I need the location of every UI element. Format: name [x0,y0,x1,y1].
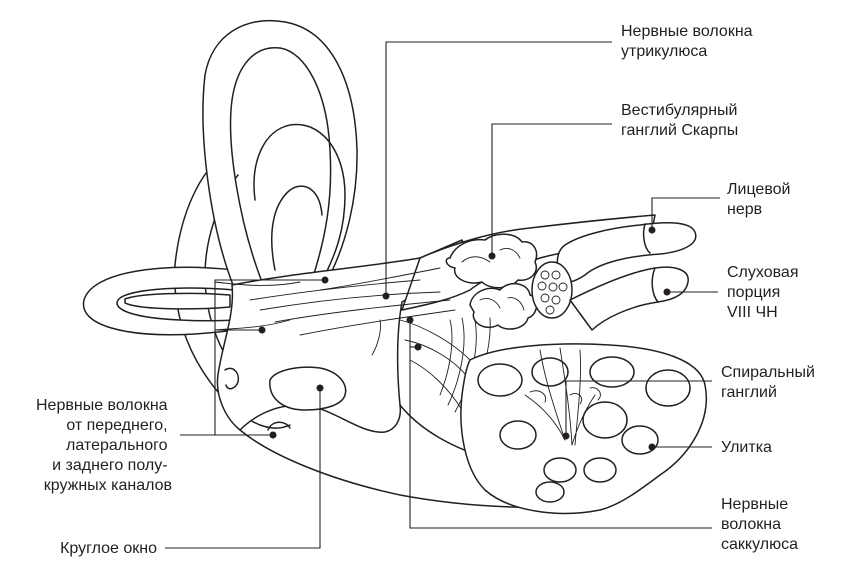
anterior-canal [203,21,357,285]
label-cochlear-nerve: Слуховая порция VIII ЧН [727,264,803,321]
canal-fibers-dot-1 [322,277,329,284]
label-scarpa-ganglion: Вестибулярный ганглий Скарпы [621,102,742,139]
round-window-dot [317,385,324,392]
facial-nerve-dot [649,227,656,234]
label-cochlea: Улитка [721,439,772,456]
label-canal-fibers: Нервные волокна от переднего, латерально… [36,397,172,494]
label-round-window: Круглое окно [60,540,157,557]
canal-fibers-dot-2 [259,327,266,334]
cochlea-dot [649,444,656,451]
anatomy-drawing [83,21,706,514]
label-spiral-ganglion: Спиральный ганглий [721,364,819,401]
scarpa-ganglion-dot [489,253,496,260]
label-saccule-fibers: Нервные волокна саккулюса [721,496,798,553]
spiral-ganglion-dot [563,433,570,440]
cochlear-nerve-dot [664,289,671,296]
label-facial-nerve: Лицевой нерв [727,181,795,218]
saccule-fibers-dot-1 [407,317,414,324]
cochlea-drawing [461,344,706,513]
utricle-fibers-dot [383,293,390,300]
label-utricle-fibers: Нервные волокна утрикулюса [621,23,757,60]
